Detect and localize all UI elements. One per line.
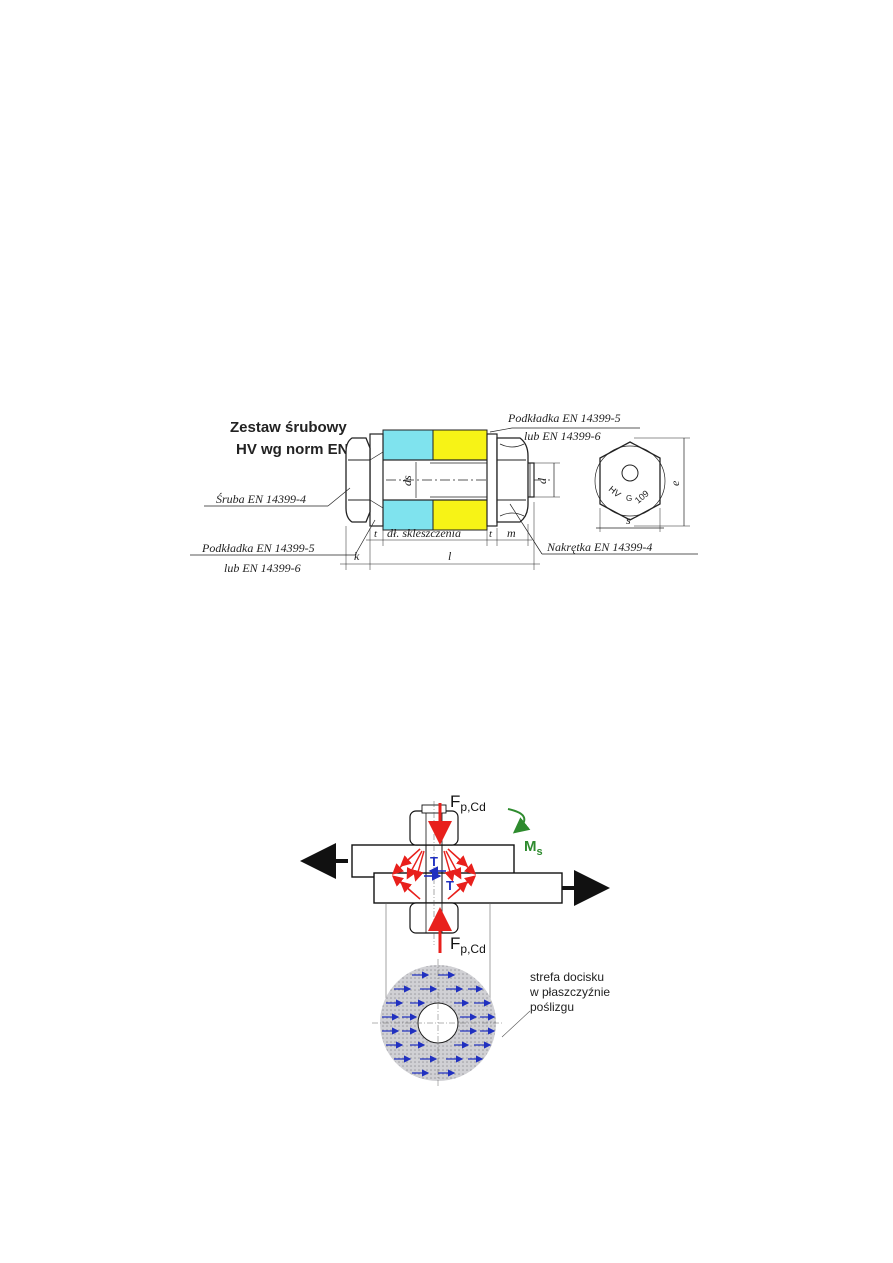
dim-t2-label: t: [489, 528, 493, 540]
assembly-title-line1: Zestaw śrubowy: [230, 419, 347, 436]
force-bottom-sub: p,Cd: [460, 942, 485, 956]
washer-right: [486, 433, 498, 527]
dim-e-label: e: [668, 480, 682, 486]
lower-plate: [373, 872, 563, 904]
dim-k-label: k: [354, 549, 360, 563]
force-bottom-main: F: [450, 934, 460, 953]
moment-label-sub: s: [537, 846, 543, 858]
marking-g: G: [626, 494, 632, 503]
dim-clamp-label: dł. skleszczenia: [387, 526, 461, 540]
dim-t1-label: t: [374, 528, 378, 540]
plate-left-top: [382, 429, 434, 461]
slip-plane-shear-arrows: [382, 971, 496, 1077]
force-top-label: Fp,Cd: [450, 792, 486, 814]
shear-label-t1: T: [430, 854, 438, 869]
dim-d-label: d: [535, 477, 549, 484]
plate-right-top: [432, 429, 488, 461]
moment-label: Ms: [524, 838, 543, 858]
moment-label-main: M: [524, 838, 537, 855]
dim-m-label: m: [507, 526, 516, 540]
force-bottom-label: Fp,Cd: [450, 934, 486, 956]
washer-left: [369, 433, 384, 527]
nut-bottom: [409, 902, 459, 934]
force-top-sub: p,Cd: [460, 800, 485, 814]
bolt-label: Śruba EN 14399-4: [216, 492, 306, 506]
dim-s-label: s: [626, 513, 631, 527]
nut-label: Nakrętka EN 14399-4: [546, 540, 652, 554]
force-top-main: F: [450, 792, 460, 811]
zone-label-line1: strefa docisku: [530, 970, 604, 984]
nut: [496, 437, 529, 523]
dim-ds-label: ds: [400, 475, 414, 486]
shear-label-t2: T: [446, 878, 454, 893]
bolt-assembly-drawing: Zestaw śrubowy HV wg norm EN ds d Podkła…: [190, 411, 698, 575]
dim-l-label: l: [448, 549, 452, 563]
washer-bottom-label-line2: lub EN 14399-6: [224, 561, 301, 575]
bolt-end-circle: [621, 464, 639, 482]
washer-top-label-line1: Podkładka EN 14399-5: [507, 411, 621, 425]
friction-joint-diagram: T T Ms Fp,Cd Fp,Cd: [300, 792, 610, 1087]
assembly-title-line2: HV wg norm EN: [236, 441, 349, 458]
washer-bottom-label-line1: Podkładka EN 14399-5: [201, 541, 315, 555]
bolt-head: [345, 437, 371, 523]
plate-right-bottom: [432, 499, 488, 531]
washer-top-label-line2: lub EN 14399-6: [524, 429, 601, 443]
pressure-cone-arrows: [391, 848, 477, 900]
zone-label-line2: w płaszczyźnie: [529, 985, 610, 999]
zone-label-line3: poślizgu: [530, 1000, 574, 1014]
moment-arrow: [507, 808, 531, 834]
